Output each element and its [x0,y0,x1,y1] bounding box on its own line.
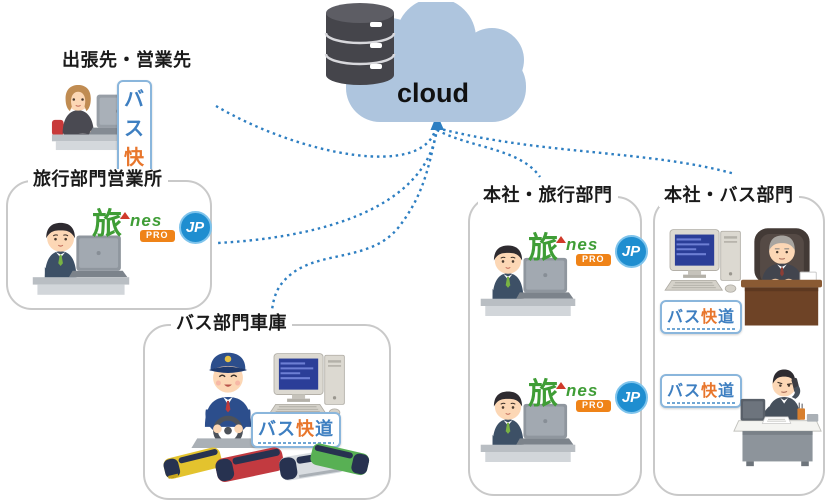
jp-circle-logo: JP [178,211,212,244]
bus-kaido-tagline [667,402,736,404]
bus-kaido-kai-char: 快 [296,419,315,439]
tabines-nes-text: nes [566,235,599,254]
tabines-pro-logo: 旅 nes PRO JP [528,380,648,414]
node-bus-garage: バス部門車庫 バス快道 [143,313,391,500]
tabines-pro-logo: 旅 nes PRO JP [92,210,212,244]
tabines-pro-badge: PRO [140,230,175,242]
jp-circle-logo: JP [614,381,648,414]
bus-kaido-logo-text: バス快道 [258,415,334,441]
tabines-nes-text: nes [130,211,163,230]
manager-at-desk-illustration [741,228,822,325]
busy-worker-at-desk-illustration [734,370,821,467]
tabines-red-accent-icon [556,382,566,389]
bus-kaido-tagline [667,328,736,330]
bus-kaido-tagline [258,442,334,444]
bus-kaido-bus-chars: バス [258,419,296,439]
tabines-tabi-char: 旅 [92,208,122,241]
tabines-pro-badge: PRO [576,400,611,412]
node-travel-office-label: 旅行部門営業所 [28,169,168,191]
tabines-nes-text: nes [566,381,599,400]
database-stack-icon [324,3,396,85]
bus-kaido-logo-text: バス快道 [667,377,735,401]
jp-circle-logo: JP [614,235,648,268]
tabines-red-accent-icon [120,212,130,219]
bus-kaido-bus-chars: バス [667,309,702,326]
tabines-tabi-char: 旅 [528,232,558,265]
bus-kaido-logo: バス快道 [660,374,743,408]
bus-kaido-logo-text: バス快道 [667,303,735,327]
connector-garage-cloud [270,127,439,311]
cloud-label: cloud [397,78,469,108]
node-hq-travel-label: 本社・旅行部門 [478,185,618,207]
bus-kaido-bus-chars: バス [667,383,702,400]
bus-kaido-do-char: 道 [718,309,736,326]
bus-kaido-logo: バス快道 [660,300,743,334]
node-hq-travel: 本社・旅行部門 旅 nes PRO JP 旅 nes PRO JP [468,185,648,496]
tabines-red-accent-icon [556,236,566,243]
node-hq-bus-label: 本社・バス部門 [659,185,799,207]
bus-kaido-do-char: 道 [315,419,334,439]
connector-field-cloud [215,104,438,158]
bus-kaido-bus-chars: バス [124,89,145,140]
bus-kaido-kai-char: 快 [701,309,719,326]
bus-kaido-do-char: 道 [718,383,736,400]
tabines-pro-badge: PRO [576,254,611,266]
tabines-pro-logo: 旅 nes PRO JP [528,234,648,268]
connector-hq-bus-cloud [436,126,736,176]
node-bus-garage-label: バス部門車庫 [171,313,292,335]
node-travel-office: 旅行部門営業所 旅 nes PRO JP [6,169,212,310]
bus-fleet-illustration [162,442,371,483]
node-field-label: 出張先・営業先 [57,50,197,72]
bus-kaido-kai-char: 快 [124,147,145,169]
tabines-tabi-char: 旅 [528,378,558,411]
desktop-computer-illustration [665,230,740,293]
connector-office-cloud [217,127,439,245]
connector-hq-travel-cloud [436,128,541,178]
desktop-computer-illustration [269,354,344,417]
bus-kaido-logo: バス快道 [251,412,341,448]
bus-kaido-kai-char: 快 [701,383,719,400]
node-hq-bus: 本社・バス部門 バス快道 バス快道 [653,185,825,496]
